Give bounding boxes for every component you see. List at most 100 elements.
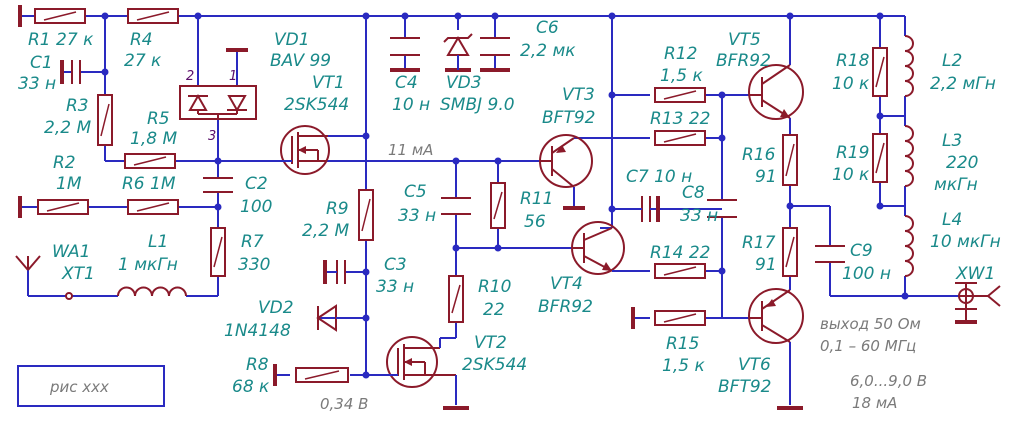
label-vt1-value: 2SK544 xyxy=(284,95,349,115)
label-r2-value: 1M xyxy=(56,174,82,194)
diodes xyxy=(179,33,473,332)
label-c1-name: C1 xyxy=(30,53,53,73)
label-l4-name: L4 xyxy=(942,210,962,230)
label-l2-value: 2,2 мГн xyxy=(930,74,996,94)
coax-connector-icon xyxy=(955,282,1001,324)
label-r15-name: R15 xyxy=(666,334,699,354)
capacitor-c2 xyxy=(203,177,233,193)
label-vt4-value: BFR92 xyxy=(538,297,593,317)
transistor-vt6 xyxy=(748,288,804,410)
label-c3-value: 33 н xyxy=(376,277,414,297)
resistor-r6 xyxy=(127,199,179,215)
label-vd2-name: VD2 xyxy=(258,298,294,318)
label-l1-name: L1 xyxy=(148,232,168,252)
label-c3-name: C3 xyxy=(384,255,407,275)
junction-dots xyxy=(101,12,909,379)
label-c9-name: C9 xyxy=(850,241,873,261)
label-r9-name: R9 xyxy=(326,199,349,219)
resistor-r11 xyxy=(490,182,506,229)
capacitor-c3 xyxy=(323,260,346,284)
label-r11-value: 56 xyxy=(524,212,546,232)
wires xyxy=(20,15,960,405)
capacitor-c1 xyxy=(60,60,81,84)
label-vd1-value: BAV 99 xyxy=(270,51,331,71)
resistor-r1 xyxy=(34,8,86,24)
inductor-l2 xyxy=(904,35,914,97)
label-c6-name: C6 xyxy=(536,18,559,38)
label-pin2: 2 xyxy=(186,69,194,84)
note-vt1-current: 11 мА xyxy=(388,141,433,159)
label-r12-name: R12 xyxy=(664,44,697,64)
label-vt2-name: VT2 xyxy=(474,333,507,353)
label-r10-value: 22 xyxy=(483,300,505,320)
resistor-r9 xyxy=(358,189,374,241)
label-r17-value: 91 xyxy=(755,255,777,275)
diode-vd2 xyxy=(316,304,366,332)
label-l3-value1: 220 xyxy=(946,153,978,173)
transistor-vt5 xyxy=(748,64,804,120)
capacitor-c8 xyxy=(707,199,737,218)
label-vd2-value: 1N4148 xyxy=(224,321,291,341)
label-l2-name: L2 xyxy=(942,51,962,71)
label-l3-name: L3 xyxy=(942,131,962,151)
capacitor-c5 xyxy=(441,197,471,215)
label-c2-value: 100 xyxy=(240,197,272,217)
label-r5-name: R5 xyxy=(147,109,170,129)
label-r5-value: 1,8 М xyxy=(130,129,177,149)
resistor-r14 xyxy=(654,263,706,279)
resistor-r3 xyxy=(97,94,113,146)
label-l1-value: 1 мкГн xyxy=(118,255,178,275)
label-r9-value: 2,2 М xyxy=(302,221,349,241)
capacitor-c4 xyxy=(390,37,420,72)
resistor-r16 xyxy=(782,134,798,186)
component-labels: R1 27 к R4 27 к C1 33 н R3 2,2 М R5 1,8 … xyxy=(18,18,1001,397)
resistor-r8 xyxy=(295,367,349,383)
label-vt6-name: VT6 xyxy=(738,355,771,375)
label-r7-name: R7 xyxy=(241,232,264,252)
label-r15-value: 1,5 к xyxy=(662,356,705,376)
label-r13: R13 22 xyxy=(650,109,710,129)
label-r3-name: R3 xyxy=(66,96,89,116)
label-r10-name: R10 xyxy=(478,277,511,297)
transistor-vt4 xyxy=(571,221,625,275)
resistor-r10 xyxy=(448,275,464,323)
label-r11-name: R11 xyxy=(520,189,553,209)
inductor-l4 xyxy=(904,215,914,277)
caption-box xyxy=(17,365,165,407)
label-vt4-name: VT4 xyxy=(550,274,583,294)
resistors xyxy=(34,8,888,383)
label-vt2-value: 2SK544 xyxy=(462,355,527,375)
label-r2-name: R2 xyxy=(53,153,76,173)
label-r4-value: 27 к xyxy=(124,51,162,71)
label-c5-value: 33 н xyxy=(398,206,436,226)
label-vt1-name: VT1 xyxy=(312,73,345,93)
resistor-r12 xyxy=(654,87,706,103)
transistor-vt3 xyxy=(539,134,593,210)
annotations: 11 мА 0,34 В выход 50 Ом 0,1 – 60 МГц 6,… xyxy=(49,141,927,413)
label-pin3: 3 xyxy=(208,129,216,144)
label-r4-name: R4 xyxy=(130,30,153,50)
transistors xyxy=(262,64,804,410)
label-r8-name: R8 xyxy=(246,355,269,375)
diode-vd1 xyxy=(179,48,257,120)
label-r16-value: 91 xyxy=(755,167,777,187)
resistor-r5 xyxy=(124,153,176,169)
label-vt3-name: VT3 xyxy=(562,85,595,105)
label-c4-name: C4 xyxy=(395,73,418,93)
label-c2-name: C2 xyxy=(245,174,268,194)
label-c4-value: 10 н xyxy=(392,95,430,115)
label-r12-value: 1,5 к xyxy=(660,66,703,86)
label-l3-value2: мкГн xyxy=(934,175,978,195)
label-vd3-name: VD3 xyxy=(446,73,482,93)
diode-vd3 xyxy=(443,33,473,72)
transistor-vt2 xyxy=(380,336,469,410)
label-vt3-value: BFT92 xyxy=(542,108,595,128)
label-vt5-value: BFR92 xyxy=(716,51,771,71)
label-r16-name: R16 xyxy=(742,145,776,165)
label-r14: R14 22 xyxy=(650,243,710,263)
label-c6-value: 2,2 мк xyxy=(520,41,576,61)
label-r19-name: R19 xyxy=(836,143,869,163)
resistor-r19 xyxy=(872,133,888,183)
note-supply-voltage: 6,0...9,0 В xyxy=(850,372,927,390)
